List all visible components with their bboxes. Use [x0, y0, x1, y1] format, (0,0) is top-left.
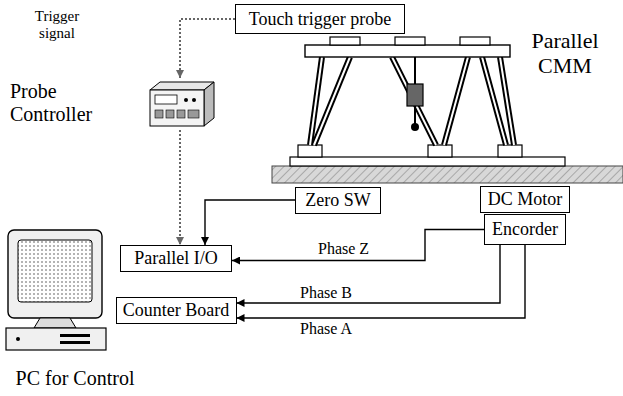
box-label: Touch trigger probe [249, 9, 392, 30]
probe-body [407, 84, 423, 106]
process-box: Counter Board [116, 297, 237, 324]
device-label: PC for Control [0, 365, 152, 392]
device-icon: PC for Control [0, 226, 150, 392]
process-box: Encorder [484, 214, 566, 245]
box-label: DC Motor [488, 189, 563, 210]
machine-name: Parallel CMM [515, 28, 615, 79]
box-label: Zero SW [305, 190, 370, 211]
base-block [428, 145, 452, 157]
process-box: Parallel I/O [120, 245, 232, 272]
cmm-leg-highlights [310, 57, 514, 145]
controller-icon [150, 82, 214, 126]
process-box: Zero SW [295, 187, 381, 214]
ground-band [272, 166, 623, 183]
process-box: Touch trigger probe [235, 4, 405, 34]
signal-line-dotted [180, 19, 235, 78]
device-icon: Probe Controller [8, 78, 215, 130]
signal-name: Phase Z [318, 240, 398, 258]
signal-name: Trigger signal [22, 8, 92, 43]
device-label: Probe Controller [8, 78, 132, 128]
computer-icon [6, 230, 106, 350]
process-box: DC Motor [480, 186, 570, 213]
box-label: Counter Board [123, 300, 229, 321]
probe-ball [411, 123, 419, 131]
signal-line [205, 200, 295, 245]
signal-name: Phase B [300, 284, 380, 302]
moving-platform [305, 45, 510, 57]
signal-line [237, 245, 526, 318]
box-label: Encorder [492, 219, 558, 240]
joint-block [395, 37, 425, 45]
joint-block [330, 37, 360, 45]
signal-line [232, 230, 484, 261]
signal-line-dotted [179, 130, 181, 245]
joint-block [460, 37, 490, 45]
signal-name: Phase A [300, 320, 380, 338]
base-rail [290, 157, 565, 166]
cmm-legs [310, 57, 514, 145]
box-label: Parallel I/O [134, 248, 217, 269]
base-block [498, 145, 522, 157]
base-block [298, 145, 322, 157]
